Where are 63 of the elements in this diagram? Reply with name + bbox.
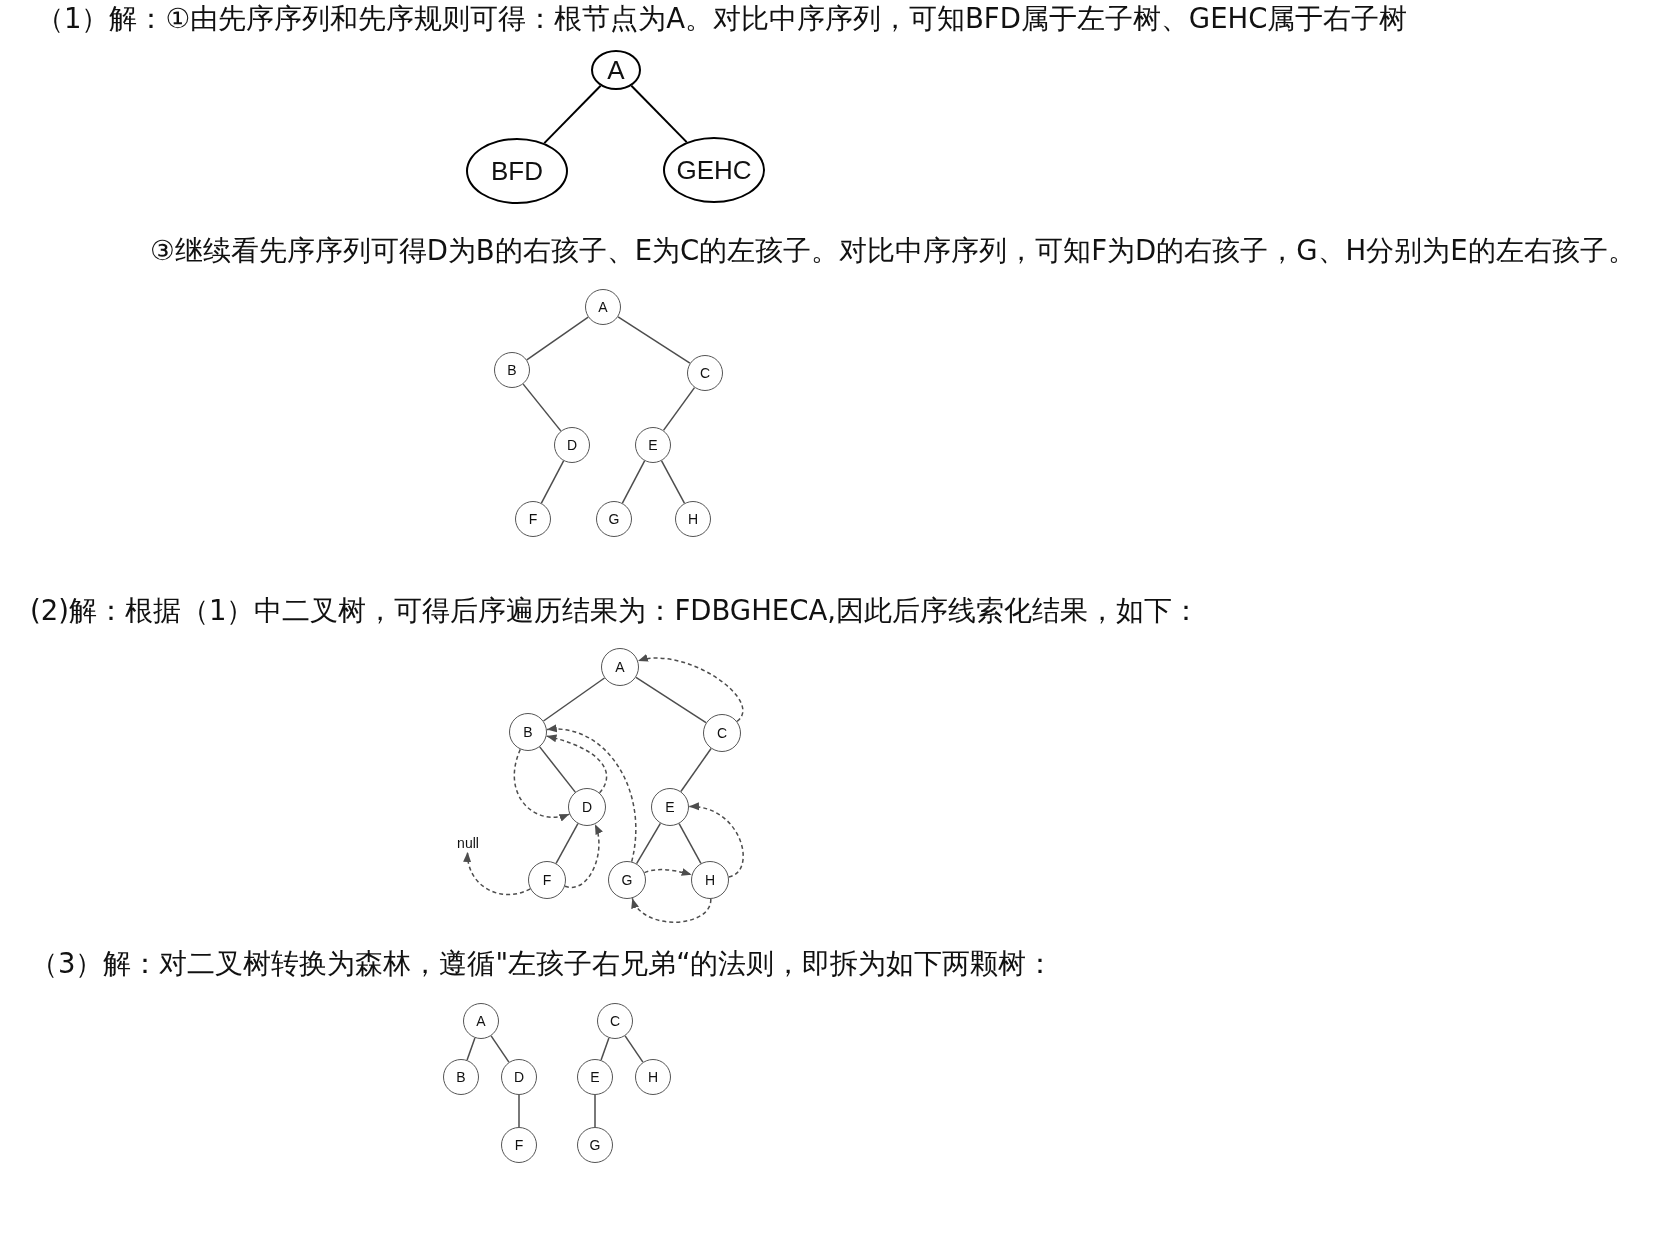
tree-edge — [526, 316, 589, 361]
tree-edge — [630, 84, 688, 144]
solution-text: （1）解：①由先序序列和先序规则可得：根节点为A。对比中序序列，可知BFD属于左子树、GEHC属于右子树 — [36, 2, 1408, 35]
tree-edge — [542, 677, 606, 722]
tree-node: A — [591, 50, 641, 90]
tree-node: A — [585, 289, 621, 325]
tree-edge — [522, 383, 562, 432]
tree-edge — [518, 1094, 520, 1128]
tree-node: A — [601, 648, 639, 686]
tree-edge — [594, 1094, 596, 1128]
solution-text: (2)解：根据（1）中二叉树，可得后序遍历结果为：FDBGHECA,因此后序线索化结果，如下： — [30, 594, 1200, 627]
thread-arrow — [546, 725, 637, 863]
thread-arrow — [688, 803, 744, 878]
tree-node: C — [687, 355, 723, 391]
thread-arrow — [545, 734, 608, 794]
tree-edge — [680, 747, 712, 793]
tree-edge — [678, 822, 702, 865]
tree-node: H — [635, 1059, 671, 1095]
tree-edge — [635, 822, 662, 865]
tree-edge — [538, 746, 577, 793]
tree-edge — [662, 386, 696, 432]
tree-node: F — [528, 861, 566, 899]
tree-edge — [540, 460, 565, 504]
tree-node: F — [515, 501, 551, 537]
tree-node: G — [596, 501, 632, 537]
tree-edge — [635, 676, 707, 724]
tree-node: A — [463, 1003, 499, 1039]
tree-node: G — [608, 861, 646, 899]
tree-edge — [466, 1037, 476, 1061]
tree-node: C — [703, 714, 741, 752]
null-label: null — [453, 834, 483, 852]
thread-arrow — [643, 868, 693, 876]
tree-node: B — [509, 713, 547, 751]
tree-node: E — [635, 427, 671, 463]
thread-arrow — [464, 851, 531, 896]
tree-node: D — [554, 427, 590, 463]
tree-node: BFD — [466, 138, 568, 204]
tree-node: D — [568, 788, 606, 826]
tree-edge — [617, 316, 691, 364]
solution-text: ③继续看先序序列可得D为B的右孩子、E为C的左孩子。对比中序序列，可知F为D的右孩子，G、H分别为E的左右孩子。 — [150, 234, 1636, 267]
tree-node: B — [443, 1059, 479, 1095]
tree-edge — [621, 460, 646, 504]
tree-edge — [555, 822, 579, 865]
thread-arrow — [564, 823, 603, 889]
tree-node: GEHC — [663, 137, 765, 203]
tree-node: H — [675, 501, 711, 537]
solution-text: （3）解：对二叉树转换为森林，遵循"左孩子右兄弟“的法则，即拆为如下两颗树： — [30, 947, 1055, 980]
tree-edge — [543, 84, 602, 145]
tree-node: B — [494, 352, 530, 388]
tree-node: H — [691, 861, 729, 899]
tree-node: D — [501, 1059, 537, 1095]
tree-node: C — [597, 1003, 633, 1039]
thread-arrow — [637, 654, 744, 723]
tree-edge — [660, 460, 686, 504]
tree-node: G — [577, 1127, 613, 1163]
thread-arrow — [513, 748, 571, 821]
thread-arrow — [631, 897, 712, 923]
tree-node: E — [577, 1059, 613, 1095]
tree-node: E — [651, 788, 689, 826]
tree-node: F — [501, 1127, 537, 1163]
tree-edge — [600, 1037, 610, 1061]
tree-edge — [490, 1035, 510, 1063]
tree-edge — [624, 1035, 644, 1063]
